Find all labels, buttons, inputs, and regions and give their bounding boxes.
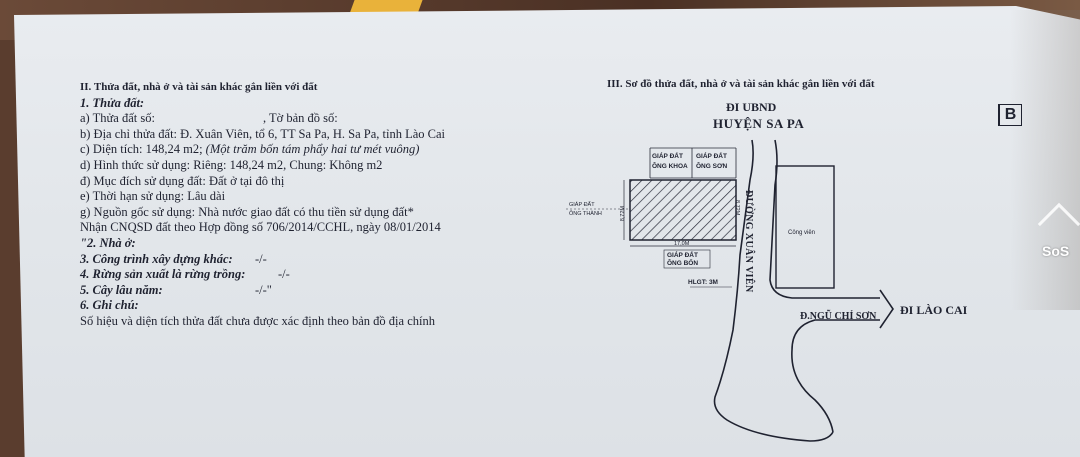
item-dd-purpose: đ) Mục đích sử dụng đất: Đất ở tại đô th… xyxy=(80,173,285,188)
item-d-usage-form: d) Hình thức sử dụng: Riêng: 148,24 m2, … xyxy=(80,157,383,172)
item-5-label: 5. Cây lâu năm: xyxy=(80,282,163,297)
dimension-bottom: 17,0M xyxy=(674,241,690,247)
item-1-heading: 1. Thửa đất: xyxy=(80,95,145,110)
neighbor-khoa-label-2: ÔNG KHOA xyxy=(652,163,688,170)
item-4-line: 4. Rừng sản xuất là rừng trồng: -/- xyxy=(80,267,540,283)
receipt-contract: Nhận CNQSD đất theo Hợp đồng số 706/2014… xyxy=(80,220,441,235)
neighbor-son-label-1: GIÁP ĐẤT xyxy=(696,153,727,160)
corner-letter-box: B xyxy=(998,104,1022,126)
item-b-address: b) Địa chỉ thửa đất: Đ. Xuân Viên, tổ 6,… xyxy=(80,126,446,141)
neighbor-left-label-1: GIÁP ĐẤT xyxy=(569,202,595,208)
land-plot-hatched xyxy=(629,179,737,241)
note-text: Số hiệu và diện tích thửa đất chưa được … xyxy=(80,313,435,328)
direction-arrow-icon xyxy=(879,289,894,329)
item-3-label: 3. Công trình xây dựng khác: xyxy=(80,251,233,266)
park-outline xyxy=(775,165,835,289)
certificate-page xyxy=(14,6,1080,457)
road-outline-left xyxy=(713,139,834,442)
item-4-label: 4. Rừng sản xuất là rừng trồng: xyxy=(80,267,246,282)
item-a-label: a) Thửa đất số: xyxy=(80,111,155,126)
land-info-section: II. Thửa đất, nhà ở và tài sản khác gắn … xyxy=(80,80,540,330)
section-ii-title: II. Thửa đất, nhà ở và tài sản khác gắn … xyxy=(80,81,318,93)
item-5-value: -/-" xyxy=(255,282,272,297)
neighbor-left-label-2: ÔNG THÀNH xyxy=(569,211,602,217)
road-outline-right-lower xyxy=(791,319,880,433)
item-a-line: a) Thửa đất số: , Tờ bản đồ số: xyxy=(80,111,540,127)
item-c-area: c) Diện tích: 148,24 m2; (Một trăm bốn t… xyxy=(80,142,540,158)
item-4-value: -/- xyxy=(278,267,290,282)
item-5-line: 5. Cây lâu năm: -/-" xyxy=(80,283,540,299)
neighbor-bon-label-1: GIÁP ĐẤT xyxy=(667,252,698,259)
neighbor-bon-box xyxy=(663,249,711,269)
neighbor-bon-label-2: ÔNG BỐN xyxy=(667,260,699,267)
road-xuan-vien-label: ĐƯỜNG XUÂN VIÊN xyxy=(743,190,754,293)
to-lao-cai-label: ĐI LÀO CAI xyxy=(900,303,968,317)
park-label: Công viên xyxy=(788,230,816,236)
neighbor-label-boxes xyxy=(649,147,737,179)
sos-watermark: SoS xyxy=(1037,202,1080,265)
section-iii-title: III. Sơ đồ thửa đất, nhà ở và tài sản kh… xyxy=(607,78,875,90)
item-c-words: (Một trăm bốn tám phẩy hai tư mét vuông) xyxy=(205,142,420,157)
dimension-left: 8,72M xyxy=(620,206,626,222)
road-ngu-chi-son-label: Đ.NGŨ CHỈ SƠN xyxy=(800,311,877,322)
item-2-heading: "2. Nhà ở: xyxy=(80,235,136,250)
house-roof-icon xyxy=(1037,202,1080,246)
item-e-term: e) Thời hạn sử dụng: Lâu dài xyxy=(80,189,226,204)
road-outline-right-upper xyxy=(769,139,880,299)
neighbor-khoa-label-1: GIÁP ĐẤT xyxy=(652,153,683,160)
neighbor-son-label-2: ÔNG SƠN xyxy=(696,163,728,170)
north-direction-label-2: HUYỆN SA PA xyxy=(713,116,805,131)
item-3-value: -/- xyxy=(255,251,267,266)
item-a-sheet: , Tờ bản đồ số: xyxy=(262,111,338,126)
north-direction-label-1: ĐI UBND xyxy=(726,100,777,114)
dimension-right: 8,72M xyxy=(734,200,740,216)
item-3-line: 3. Công trình xây dựng khác: -/- xyxy=(80,252,540,268)
item-c-main: c) Diện tích: 148,24 m2; xyxy=(80,142,203,157)
sos-watermark-text: SoS xyxy=(1042,243,1070,259)
hlgt-label: HLGT: 3M xyxy=(688,279,718,286)
item-6-heading: 6. Ghi chú: xyxy=(80,298,139,313)
item-g-origin: g) Nguồn gốc sử dụng: Nhà nước giao đất … xyxy=(80,204,414,219)
paper-fold-shadow xyxy=(1010,10,1080,310)
